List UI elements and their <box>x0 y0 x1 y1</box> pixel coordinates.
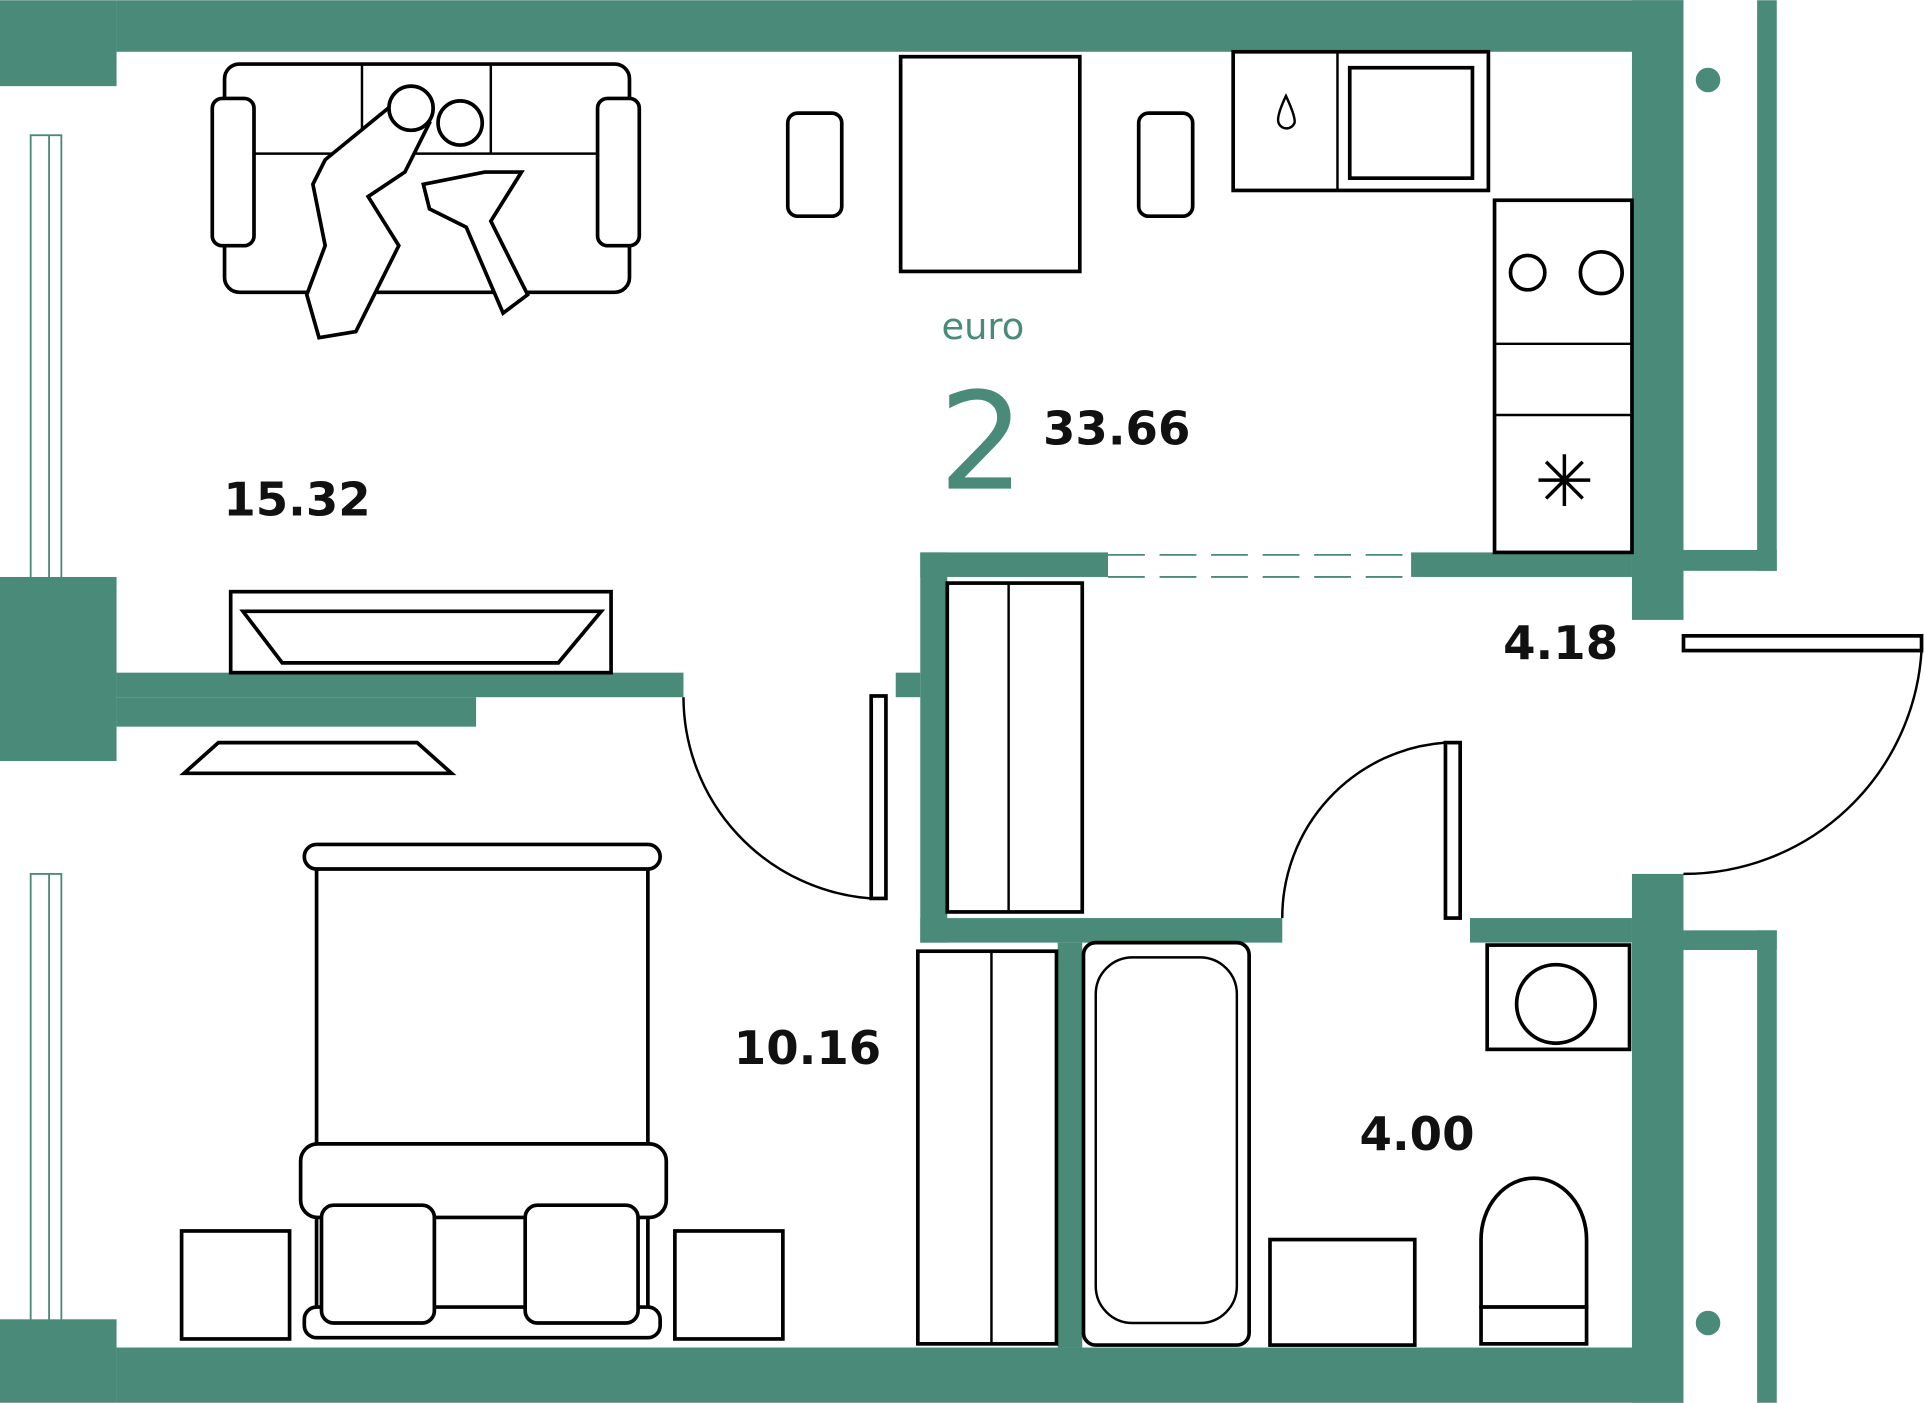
walls <box>0 0 1777 1403</box>
people-icon <box>304 84 530 340</box>
windows <box>29 134 63 1323</box>
snowflake-icon: ✳ <box>1535 444 1595 522</box>
water-drop-icon <box>1276 93 1296 130</box>
layout-type-label: euro <box>941 305 1024 348</box>
dining-table-icon <box>785 54 1195 274</box>
kitchen-icon: ✳ <box>1231 49 1634 555</box>
room-area-hallway: 4.18 <box>1503 616 1618 670</box>
bed-icon <box>179 842 785 1341</box>
doors <box>682 553 1924 920</box>
rooms-count: 2 <box>939 364 1025 521</box>
labels: euro 2 33.66 15.32 10.16 4.18 4.00 <box>223 305 1618 1161</box>
column-marker <box>1695 1310 1721 1336</box>
wardrobe-icon <box>915 581 1085 1346</box>
bathroom-fixtures <box>1081 940 1632 1347</box>
tv-icon <box>179 589 613 776</box>
room-area-living: 15.32 <box>223 473 370 527</box>
column-marker <box>1695 67 1721 93</box>
room-area-bedroom: 10.16 <box>734 1021 881 1075</box>
room-area-bathroom: 4.00 <box>1360 1107 1475 1161</box>
total-area: 33.66 <box>1043 401 1190 455</box>
washing-machine-icon <box>1514 962 1597 1046</box>
toilet-icon <box>1479 1176 1589 1309</box>
